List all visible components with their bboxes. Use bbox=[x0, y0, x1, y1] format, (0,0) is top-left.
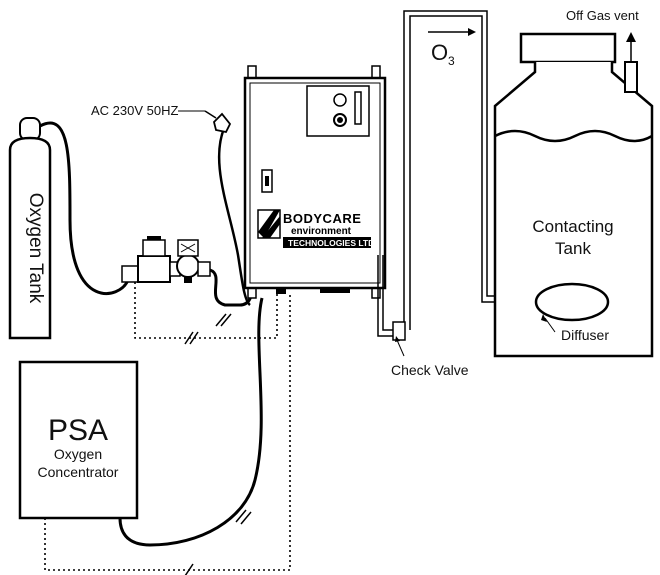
oxygen-hose bbox=[39, 121, 130, 296]
logo-line3: TECHNOLOGIES LTD. bbox=[288, 238, 377, 248]
off-gas-pipe bbox=[624, 61, 638, 93]
contacting-tank-label-line2: Tank bbox=[555, 239, 591, 258]
bodycare-logo: BODYCARE environment TECHNOLOGIES LTD. bbox=[257, 209, 377, 248]
psa-label-line2: Concentrator bbox=[38, 464, 119, 480]
check-valve-label: Check Valve bbox=[391, 362, 469, 378]
contacting-tank-label-line1: Contacting bbox=[532, 217, 613, 236]
psa-oxygen-concentrator: PSA Oxygen Concentrator bbox=[18, 360, 139, 520]
psa-title: PSA bbox=[48, 414, 108, 447]
off-gas-label: Off Gas vent bbox=[566, 8, 639, 23]
power-cable bbox=[217, 123, 251, 306]
ozone-generator-cabinet bbox=[243, 65, 387, 299]
oxygen-tank: Oxygen Tank bbox=[8, 117, 52, 340]
power-plug bbox=[213, 112, 232, 134]
o3-subscript: 3 bbox=[448, 54, 455, 68]
oxygen-tank-label: Oxygen Tank bbox=[25, 193, 46, 304]
signal-wire-dotted bbox=[44, 282, 291, 571]
o3-label: O bbox=[431, 40, 448, 65]
control-knob-icon bbox=[333, 93, 347, 107]
regulator-valve-assembly bbox=[121, 236, 211, 283]
contacting-tank: Off Gas vent Contacting Tank Diffuser bbox=[493, 8, 654, 358]
logo-line1: BODYCARE bbox=[283, 211, 361, 226]
check-valve bbox=[392, 321, 406, 341]
psa-label-line1: Oxygen bbox=[54, 446, 102, 462]
logo-line2: environment bbox=[291, 226, 352, 237]
diffuser-label: Diffuser bbox=[561, 327, 609, 343]
psa-to-generator-hose bbox=[118, 297, 264, 547]
diffuser-disc bbox=[534, 282, 610, 322]
ozone-flow-arrow: O 3 bbox=[428, 28, 476, 68]
power-label: AC 230V 50HZ bbox=[91, 103, 178, 118]
